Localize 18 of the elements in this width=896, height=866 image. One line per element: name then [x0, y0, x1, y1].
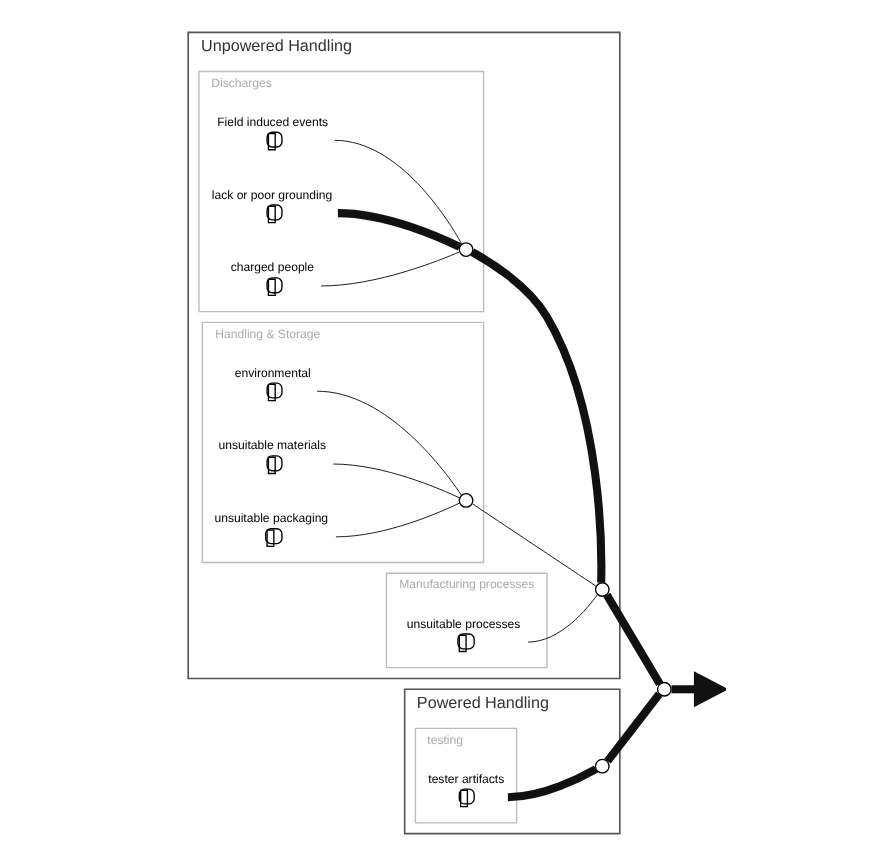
connector — [526, 594, 597, 643]
node-circle — [457, 242, 473, 257]
connector — [331, 463, 459, 499]
node-circle — [593, 582, 609, 597]
connector — [315, 390, 461, 496]
connector — [336, 209, 461, 251]
connector — [602, 592, 663, 686]
connector — [506, 765, 598, 802]
connector — [334, 502, 459, 538]
node-circle — [593, 758, 609, 774]
node-circle — [655, 681, 671, 697]
connector — [603, 691, 662, 764]
connector — [333, 139, 462, 245]
connector — [469, 248, 605, 583]
arrow — [670, 671, 725, 708]
connector — [471, 503, 596, 587]
connector — [319, 251, 459, 287]
node-circle — [457, 493, 473, 508]
